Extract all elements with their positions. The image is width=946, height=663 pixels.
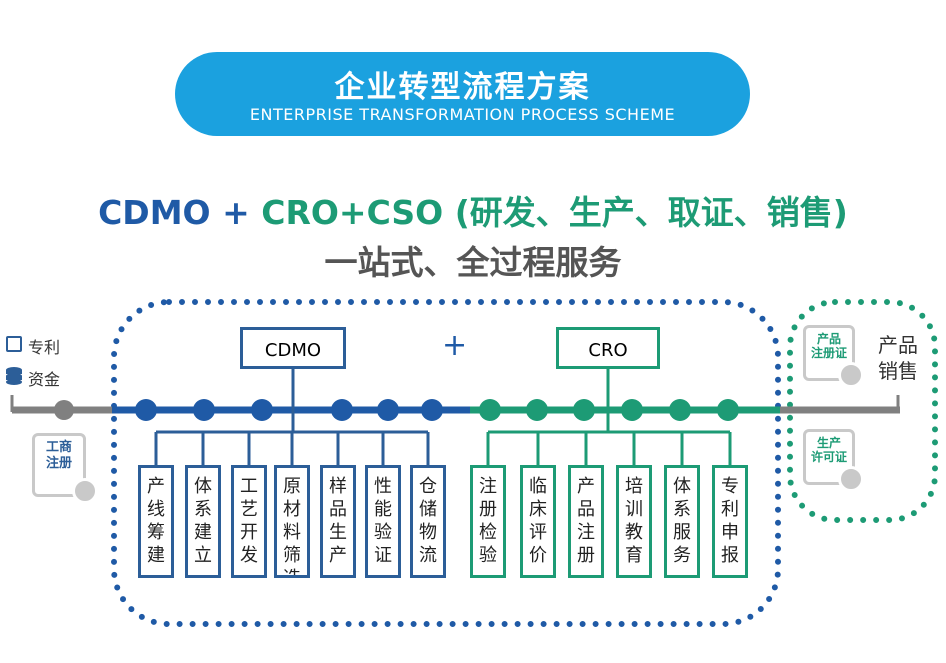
cdmo-step: 仓储物流 (410, 465, 446, 578)
headline-plus: + (210, 193, 262, 232)
cro-step: 注册检验 (470, 465, 506, 578)
timeline-node (669, 399, 691, 421)
cso-frame (787, 299, 938, 523)
cdmo-step: 样品生产 (320, 465, 356, 578)
funds-label: 资金 (28, 370, 61, 389)
cro-step: 体系服务 (664, 465, 700, 578)
patent-label: 专利 (28, 338, 61, 357)
cro-step: 产品注册 (568, 465, 604, 578)
plus-sign: + (442, 328, 468, 363)
timeline-node (479, 399, 501, 421)
subline: 一站式、全过程服务 (324, 243, 622, 282)
timeline-node (573, 399, 595, 421)
production-license-cert: 生产 许可证 (803, 429, 855, 485)
product-registration-cert: 产品 注册证 (803, 325, 855, 381)
timeline-node (377, 399, 399, 421)
timeline-node (331, 399, 353, 421)
cro-step: 专利申报 (712, 465, 748, 578)
cdmo-step: 性能验证 (365, 465, 401, 578)
timeline-node (193, 399, 215, 421)
seal-icon (838, 362, 864, 388)
headline-rest: CRO+CSO (研发、生产、取证、销售) (261, 193, 848, 232)
seal-icon (72, 478, 98, 504)
cdmo-step: 产线筹建 (138, 465, 174, 578)
seal-icon (838, 466, 864, 492)
timeline-node (621, 399, 643, 421)
cro-step: 培训教育 (616, 465, 652, 578)
timeline-node (135, 399, 157, 421)
timeline-node (717, 399, 739, 421)
cdmo-step: 体系建立 (185, 465, 221, 578)
banner-title: 企业转型流程方案 (334, 70, 591, 105)
product-sales-label: 产品 销售 (878, 333, 918, 383)
cdmo-label-box: CDMO (240, 327, 346, 369)
timeline-gray-node (54, 400, 74, 420)
cdmo-step: 原材料筛选 (274, 465, 310, 578)
banner-subtitle: ENTERPRISE TRANSFORMATION PROCESS SCHEME (249, 105, 676, 124)
patent-icon (6, 336, 22, 352)
cro-label-box: CRO (556, 327, 660, 369)
headline-cdmo: CDMO (98, 193, 211, 232)
timeline-node (526, 399, 548, 421)
title-banner: 企业转型流程方案 ENTERPRISE TRANSFORMATION PROCE… (175, 52, 750, 136)
timeline-node (251, 399, 273, 421)
cdmo-step: 工艺开发 (231, 465, 267, 578)
coins-icon (6, 367, 22, 385)
cro-step: 临床评价 (520, 465, 556, 578)
headline: CDMO + CRO+CSO (研发、生产、取证、销售) (0, 186, 946, 234)
timeline-node (421, 399, 443, 421)
